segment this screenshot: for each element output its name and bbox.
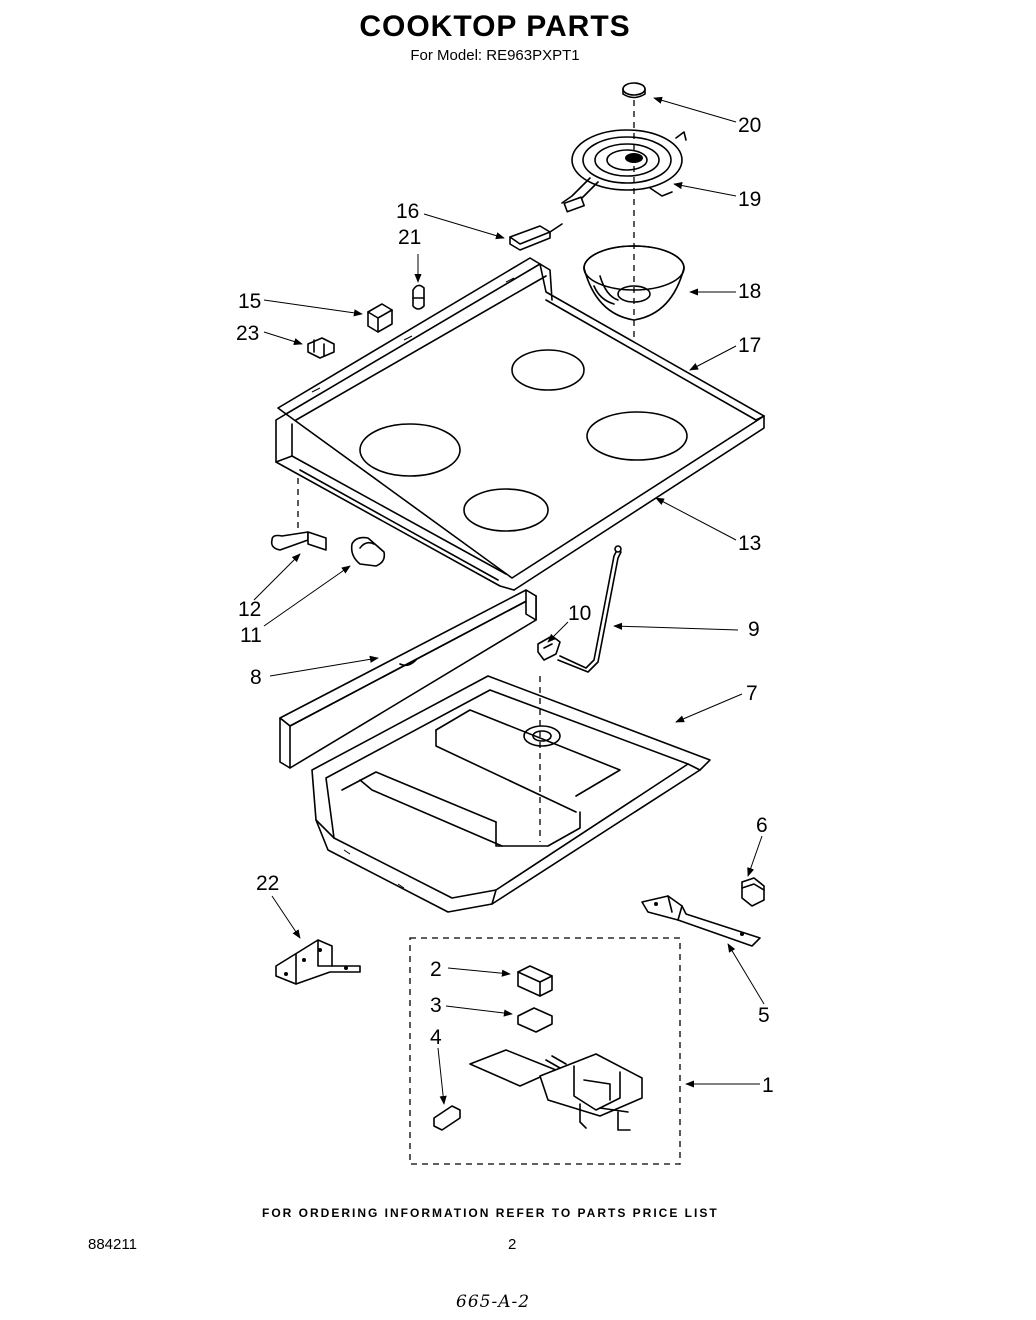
part-23-clip [307,337,335,359]
callout-20: 20 [738,114,761,137]
part-21-clip [412,284,425,310]
part-16-terminal-block [509,223,563,251]
callout-18: 18 [738,280,761,303]
page-title: COOKTOP PARTS [359,10,631,43]
callout-6: 6 [756,814,768,837]
callout-5: 5 [758,1004,770,1027]
callout-22: 22 [256,872,279,895]
part-18-drip-bowl [583,245,685,321]
callout-19: 19 [738,188,761,211]
leader-lines [253,96,765,1105]
part-5-bracket [641,895,761,947]
part-6-clip [741,877,765,907]
callout-12: 12 [238,598,261,621]
part-4-insulator [433,1105,461,1131]
callout-7: 7 [746,682,758,705]
callout-10: 10 [568,602,591,625]
callout-15: 15 [238,290,261,313]
model-subtitle: For Model: RE963PXPT1 [410,47,580,64]
callout-11: 11 [240,624,262,647]
part-8-front-channel [279,589,537,769]
part-2-switch-part [517,965,553,997]
callout-2: 2 [430,958,442,981]
handwritten-reference: 665-A-2 [456,1292,531,1312]
part-1-switch-assembly [469,1049,643,1131]
part-22-bracket [275,939,361,985]
document-number: 884211 [88,1236,137,1253]
part-12-leveling-bracket [270,478,327,551]
page-number: 2 [508,1236,517,1253]
callout-numbers: 20 19 16 21 18 15 23 17 13 12 11 10 9 8 … [236,114,774,1097]
part-19-surface-element [561,129,687,213]
callout-4: 4 [430,1026,442,1049]
part-7-bottom-pan [311,675,711,913]
ordering-info-note: FOR ORDERING INFORMATION REFER TO PARTS … [262,1206,719,1220]
part-10-clip [537,635,561,661]
part-1-group-box [409,937,681,1165]
part-3-insulator [517,1007,553,1033]
part-15-clip [367,303,393,333]
callout-17: 17 [738,334,761,357]
callout-1: 1 [762,1074,774,1097]
callout-16: 16 [396,200,419,223]
part-20-cap [622,82,646,99]
callout-8: 8 [250,666,262,689]
part-9-wire [557,545,622,673]
callout-23: 23 [236,322,259,345]
part-11-leveling-leg [350,536,386,567]
callout-13: 13 [738,532,761,555]
callout-3: 3 [430,994,442,1017]
callout-9: 9 [748,618,760,641]
callout-21: 21 [398,226,421,249]
part-13-cooktop [275,257,765,591]
